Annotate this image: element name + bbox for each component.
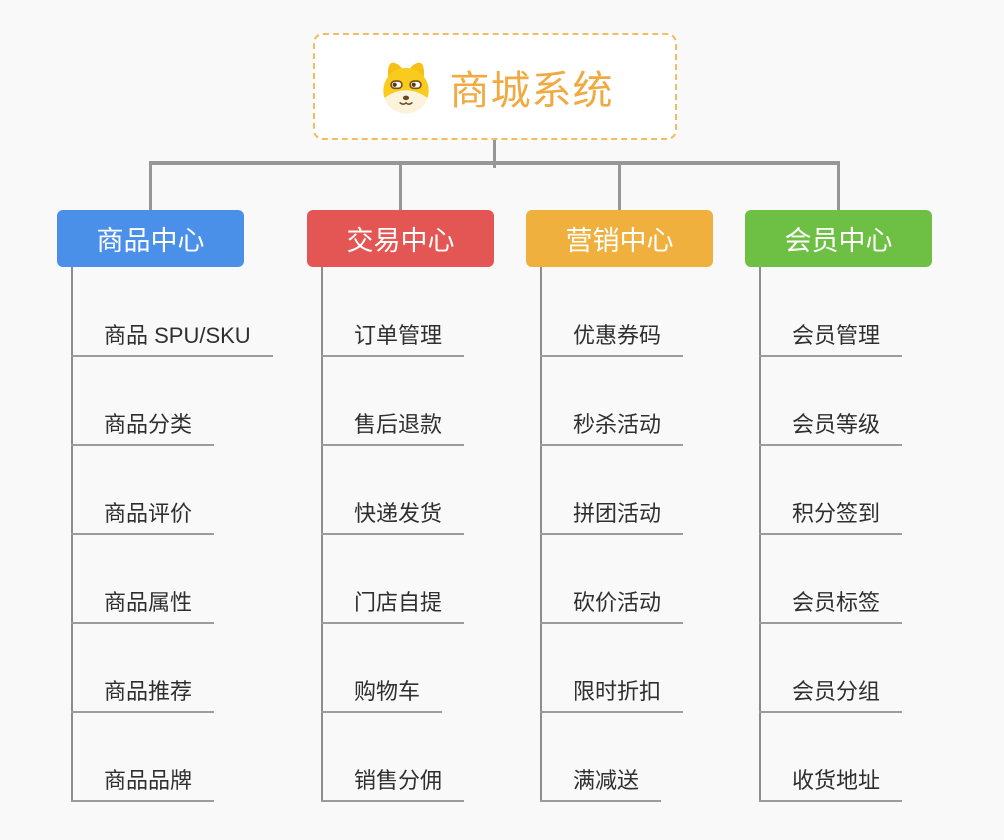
leaf-node[interactable]: 会员管理	[759, 323, 903, 357]
leaf-node[interactable]: 满减送	[540, 768, 662, 802]
leaf-node[interactable]: 会员标签	[759, 590, 903, 624]
leaf-node[interactable]: 门店自提	[321, 590, 465, 624]
leaf-node[interactable]: 商品推荐	[71, 679, 215, 713]
leaf-node[interactable]: 购物车	[321, 679, 443, 713]
leaf-node[interactable]: 限时折扣	[540, 679, 684, 713]
leaf-node[interactable]: 拼团活动	[540, 501, 684, 535]
leaf-node[interactable]: 商品分类	[71, 412, 215, 446]
connector-drop-branch-0	[149, 165, 152, 210]
connector-root-stub	[493, 140, 496, 168]
branch-node-marketing-center[interactable]: 营销中心	[526, 210, 713, 267]
leaf-node[interactable]: 积分签到	[759, 501, 903, 535]
leaf-node[interactable]: 优惠券码	[540, 323, 684, 357]
branch-node-product-center[interactable]: 商品中心	[57, 210, 244, 267]
leaf-node[interactable]: 快递发货	[321, 501, 465, 535]
connector-drop-branch-3	[837, 165, 840, 210]
leaf-node[interactable]: 会员分组	[759, 679, 903, 713]
leaf-node[interactable]: 商品品牌	[71, 768, 215, 802]
leaf-node[interactable]: 商品 SPU/SKU	[71, 323, 273, 357]
leaf-node[interactable]: 会员等级	[759, 412, 903, 446]
connector-bus	[149, 161, 840, 165]
branch-node-trade-center[interactable]: 交易中心	[307, 210, 494, 267]
connector-drop-branch-1	[399, 165, 402, 210]
leaf-node[interactable]: 商品评价	[71, 501, 215, 535]
connector-drop-branch-2	[618, 165, 621, 210]
leaf-node[interactable]: 收货地址	[759, 768, 903, 802]
root-title: 商城系统	[449, 68, 614, 113]
leaf-node[interactable]: 销售分佣	[321, 768, 465, 802]
leaf-node[interactable]: 商品属性	[71, 590, 215, 624]
leaf-node[interactable]: 秒杀活动	[540, 412, 684, 446]
root-node[interactable]: 商城系统	[313, 33, 677, 140]
leaf-node[interactable]: 订单管理	[321, 323, 465, 357]
leaf-node[interactable]: 售后退款	[321, 412, 465, 446]
leaf-node[interactable]: 砍价活动	[540, 590, 684, 624]
branch-node-member-center[interactable]: 会员中心	[745, 210, 932, 267]
shiba-dog-icon	[382, 62, 429, 113]
